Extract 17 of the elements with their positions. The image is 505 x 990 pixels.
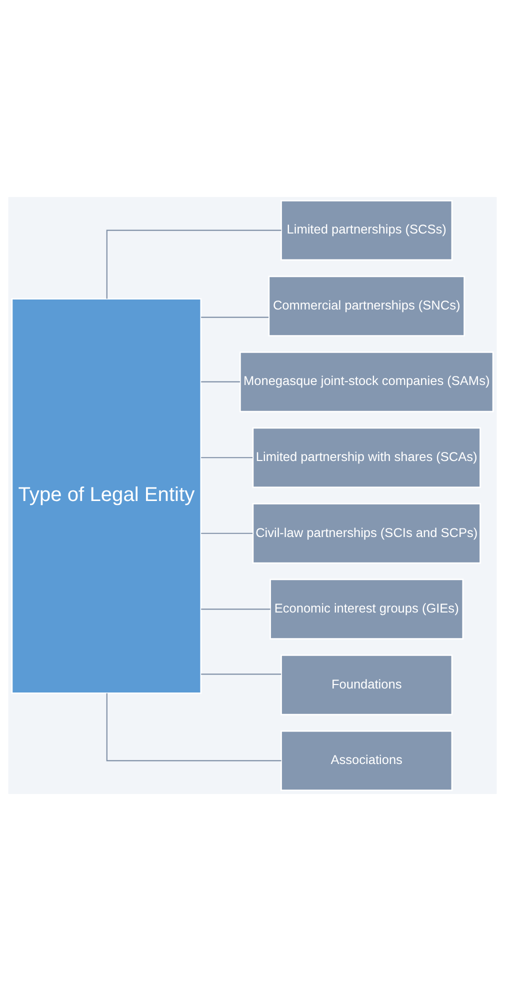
- connector: [201, 456, 253, 458]
- node-box: Economic interest groups (GIEs): [270, 578, 464, 639]
- node-box: Monegasque joint-stock companies (SAMs): [240, 351, 494, 412]
- node-box: Foundations: [280, 654, 453, 715]
- connector: [106, 229, 282, 298]
- connector: [201, 673, 282, 674]
- connector: [201, 532, 253, 534]
- connector: [106, 692, 282, 761]
- node-box: Limited partnerships (SCSs): [280, 199, 453, 260]
- connector: [201, 608, 270, 610]
- node-box: Limited partnership with shares (SCAs): [252, 426, 481, 488]
- node-box: Associations: [280, 730, 453, 791]
- node-box: Type of Legal Entity: [11, 298, 202, 694]
- connector: [201, 316, 269, 318]
- connector: [201, 380, 240, 382]
- node-box: Civil-law partnerships (SCIs and SCPs): [252, 502, 481, 564]
- node-box: Commercial partnerships (SNCs): [268, 275, 465, 336]
